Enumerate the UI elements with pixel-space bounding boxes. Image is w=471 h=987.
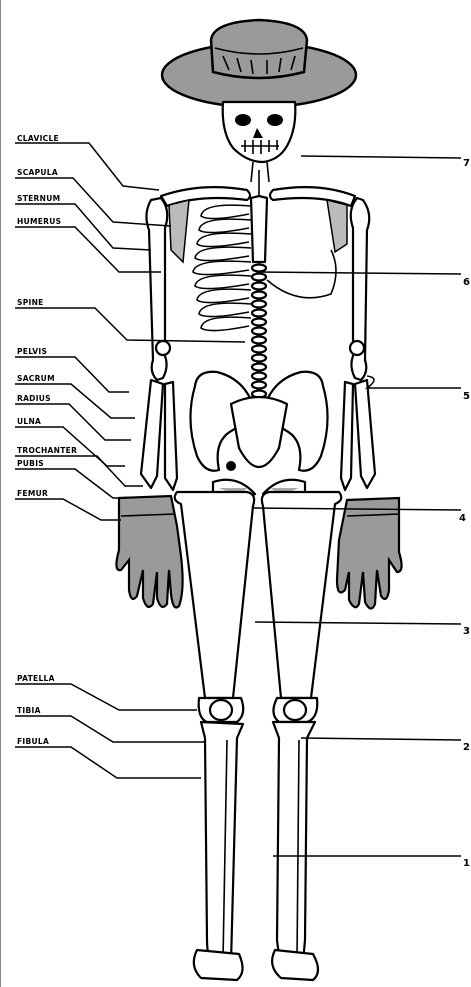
vertebra xyxy=(252,355,266,362)
svg-text:SACRUM: SACRUM xyxy=(17,374,55,383)
label-femur: FEMUR xyxy=(15,489,121,520)
svg-text:STERNUM: STERNUM xyxy=(17,194,60,203)
rib xyxy=(193,261,251,274)
vertebra xyxy=(252,283,266,290)
vertebra xyxy=(252,319,266,326)
vertebra xyxy=(252,346,266,353)
label-patella: PATELLA xyxy=(15,674,197,710)
vertebra xyxy=(252,337,266,344)
hat xyxy=(162,20,356,107)
vertebra xyxy=(252,301,266,308)
svg-text:RADIUS: RADIUS xyxy=(17,394,51,403)
svg-text:PELVIS: PELVIS xyxy=(17,347,47,356)
vertebra xyxy=(252,292,266,299)
rib xyxy=(195,275,251,288)
svg-text:HUMERUS: HUMERUS xyxy=(17,217,61,226)
svg-text:ULNA: ULNA xyxy=(17,417,41,426)
left-leg xyxy=(175,492,254,980)
skull xyxy=(223,102,296,162)
marker-7: 7 xyxy=(301,156,470,169)
marker-5: 5 xyxy=(367,376,470,402)
rib xyxy=(199,303,251,316)
vertebra xyxy=(252,310,266,317)
rib xyxy=(195,247,251,260)
vertebra xyxy=(252,373,266,380)
svg-text:1: 1 xyxy=(463,858,470,869)
vertebra xyxy=(252,328,266,335)
svg-text:CLAVICLE: CLAVICLE xyxy=(17,134,59,143)
vertebra xyxy=(252,274,266,281)
svg-text:FIBULA: FIBULA xyxy=(17,737,49,746)
vertebra xyxy=(252,364,266,371)
svg-text:PUBIS: PUBIS xyxy=(17,459,44,468)
svg-text:PATELLA: PATELLA xyxy=(17,674,55,683)
rib xyxy=(197,289,251,302)
svg-text:2: 2 xyxy=(463,742,470,753)
vertebra xyxy=(252,382,266,389)
svg-text:4: 4 xyxy=(459,513,466,524)
left-glove xyxy=(116,496,182,608)
label-clavicle: CLAVICLE xyxy=(15,134,159,190)
svg-text:3: 3 xyxy=(463,626,470,637)
right-leg xyxy=(262,492,341,980)
svg-text:SPINE: SPINE xyxy=(17,298,44,307)
torso-outline xyxy=(267,250,336,298)
svg-text:FEMUR: FEMUR xyxy=(17,489,48,498)
svg-text:TIBIA: TIBIA xyxy=(17,706,41,715)
rib xyxy=(201,205,251,218)
label-fibula: FIBULA xyxy=(15,737,201,778)
svg-text:5: 5 xyxy=(463,391,470,402)
rib xyxy=(197,233,251,246)
label-humerus: HUMERUS xyxy=(15,217,161,272)
right-glove xyxy=(337,498,402,609)
svg-text:TROCHANTER: TROCHANTER xyxy=(17,446,77,455)
rib xyxy=(199,219,251,232)
svg-text:SCAPULA: SCAPULA xyxy=(17,168,58,177)
marker-2: 2 xyxy=(301,738,470,753)
vertebra xyxy=(252,265,266,272)
svg-text:6: 6 xyxy=(463,277,470,288)
svg-text:7: 7 xyxy=(463,158,470,169)
rib xyxy=(201,317,251,330)
